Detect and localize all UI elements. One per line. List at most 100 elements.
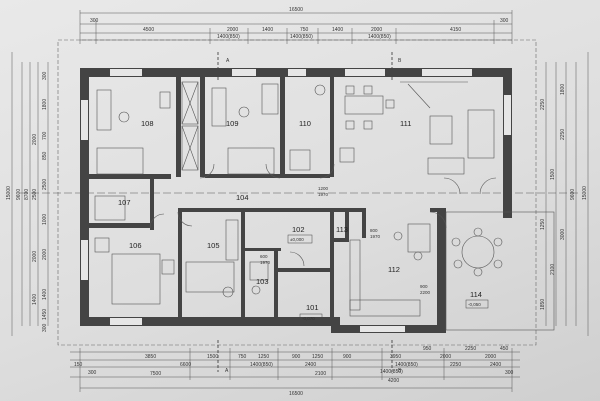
door-size-d: 1970	[370, 234, 381, 239]
dim-top-h: 4150	[450, 27, 461, 33]
dim-bot-n: 2400	[305, 362, 316, 368]
dim-top-b: 4500	[143, 27, 154, 33]
door-size-f: 2200	[420, 290, 431, 295]
dim-left-n: 300	[42, 323, 48, 332]
room-109-label: 109	[226, 119, 239, 128]
door-size-b: 1970	[318, 192, 329, 197]
dim-left-b: 9600	[16, 189, 22, 200]
dim-bot-w: 2400	[490, 362, 501, 368]
dim-bot-m3: 300	[505, 370, 514, 376]
room-103-label: 103	[256, 277, 269, 286]
dim-right-a: 15000	[582, 186, 588, 200]
level-114: -0,050	[468, 302, 481, 307]
bottom-dimensions: 3850 1500 750 1250 900 1250 900 950 3950…	[70, 346, 520, 397]
dim-bot-j: 2250	[465, 346, 476, 352]
dim-bot-e: 900	[292, 354, 301, 360]
dim-bot-b: 1500	[207, 354, 218, 360]
level-102: ±0,000	[290, 237, 304, 242]
dim-bot-k: 450	[500, 346, 509, 352]
room-111-label: 111	[400, 119, 411, 128]
dim-left-g: 1400	[32, 294, 38, 305]
dim-bot-v: 2250	[450, 362, 461, 368]
dim-top-g: 2000	[371, 27, 382, 33]
dim-top-i: 300	[500, 18, 509, 24]
dim-bot-c: 750	[238, 354, 247, 360]
dim-right-c: 1800	[560, 84, 566, 95]
exterior-walls	[80, 68, 512, 333]
dim-left-j: 700	[42, 131, 48, 140]
door-size-g: 600	[260, 254, 268, 259]
interior-walls	[89, 77, 446, 320]
dim-top-f: 1400	[332, 27, 343, 33]
dim-bot-a: 3850	[145, 354, 156, 360]
section-markers: A B A B	[217, 52, 402, 374]
room-112-label: 112	[388, 265, 400, 274]
dim-bot-overall: 16500	[289, 391, 303, 397]
right-dimensions: 15000 9600 1800 2250 3000 2100 1500 2250…	[540, 52, 589, 336]
section-mark-a-top: A	[226, 58, 230, 64]
dim-top-a: 300	[90, 18, 99, 24]
room-110-label: 110	[299, 119, 311, 128]
dim-bot-r: 7500	[150, 371, 161, 377]
dim-left-o: 2000	[42, 249, 48, 260]
section-mark-b-bottom: B	[398, 368, 402, 374]
dim-top-l: 1400(850)	[368, 34, 391, 40]
dim-right-f: 2100	[550, 264, 556, 275]
dim-right-j: 1850	[540, 299, 546, 310]
room-102-label: 102	[292, 225, 305, 234]
dim-top-c: 2000	[227, 27, 238, 33]
dim-right-d: 2250	[560, 129, 566, 140]
section-mark-a-bottom: A	[225, 368, 229, 374]
top-dimensions: 16500 300 4500 2000 1400 750 1400 2000 4…	[79, 7, 513, 44]
dim-right-e: 3000	[560, 229, 566, 240]
dim-bot-q: 2000	[485, 354, 496, 360]
dim-right-i: 1250	[540, 219, 546, 230]
dim-bot-s: 2100	[315, 371, 326, 377]
dim-left-k: 850	[42, 151, 48, 160]
dim-bot-g: 900	[343, 354, 352, 360]
dim-bot-o: 1400(850)	[395, 362, 418, 368]
room-113-label: 113	[336, 225, 348, 234]
dim-bot-p: 2000	[440, 354, 451, 360]
door-size-c: 800	[370, 228, 378, 233]
dim-right-b: 9600	[570, 189, 576, 200]
room-107-label: 107	[118, 198, 131, 207]
dim-top-k: 1400(850)	[290, 34, 313, 40]
dim-right-g: 1500	[550, 169, 556, 180]
dim-bot-l: 6600	[180, 362, 191, 368]
dim-bot-d: 1250	[258, 354, 269, 360]
dim-bot-f: 1250	[312, 354, 323, 360]
dim-bot-h: 950	[423, 346, 432, 352]
room-labels: 108 109 110 111 107 104 106 105 102 113 …	[118, 119, 482, 312]
dim-left-a: 15000	[6, 186, 12, 200]
site-boundary	[57, 39, 537, 346]
room-101-label: 101	[306, 303, 319, 312]
dim-left-p: 2500	[42, 179, 48, 190]
dim-left-l: 1000	[42, 214, 48, 225]
left-dimensions: 15000 9600 8700 2000 2500 2000 1400 1800…	[6, 52, 49, 336]
level-101: -0,070	[302, 316, 315, 321]
dim-bot-m2: 300	[88, 370, 97, 376]
room-105-label: 105	[207, 241, 220, 250]
dim-left-e: 2500	[32, 189, 38, 200]
furniture	[94, 81, 497, 317]
room-106-label: 106	[129, 241, 142, 250]
section-mark-b-top: B	[398, 58, 402, 64]
dim-left-f: 2000	[32, 251, 38, 262]
terrace-114	[445, 211, 555, 331]
door-size-e: 900	[420, 284, 428, 289]
dim-top-d: 1400	[262, 27, 273, 33]
dim-left-c: 8700	[24, 189, 30, 200]
room-108-label: 108	[141, 119, 154, 128]
door-size-h: 1970	[260, 260, 271, 265]
dim-left-m: 1450	[42, 309, 48, 320]
dim-bot-t: 1400(850)	[380, 369, 403, 375]
dim-right-h: 2250	[540, 99, 546, 110]
dim-bot-m1: 150	[74, 362, 83, 368]
dim-left-d: 2000	[32, 134, 38, 145]
dim-top-j: 1400(850)	[217, 34, 240, 40]
room-104-label: 104	[236, 193, 249, 202]
dim-bot-i: 3950	[390, 354, 401, 360]
